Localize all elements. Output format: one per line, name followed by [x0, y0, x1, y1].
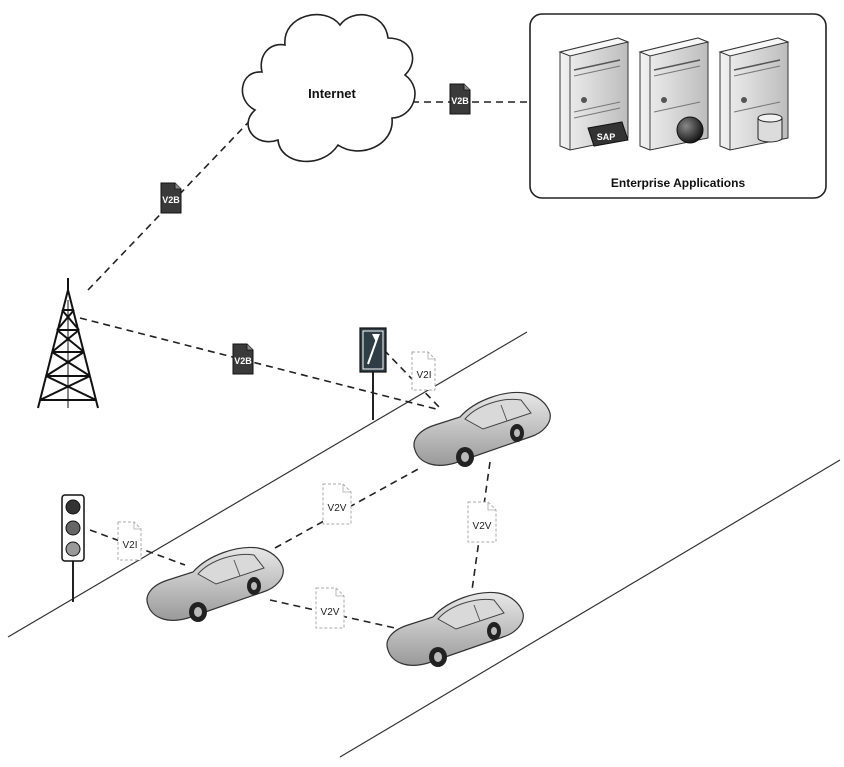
database-icon	[757, 113, 783, 143]
document-icon	[411, 351, 436, 391]
document-icon	[449, 83, 471, 115]
car-2	[146, 546, 284, 622]
v2b-message-internet-enterprise: V2B	[449, 83, 471, 115]
v2v-message-car1-car3: V2V	[467, 501, 497, 543]
road	[7, 331, 841, 758]
road-edge-near	[7, 331, 528, 638]
cell-tower-icon	[37, 278, 99, 409]
car-icon	[386, 591, 524, 667]
enterprise-applications-box: SAP Enterprise Applic	[529, 13, 827, 199]
v2v-label: V2V	[473, 521, 492, 532]
document-icon	[160, 182, 182, 214]
link-car2-car1	[274, 467, 421, 549]
v2i-label: V2I	[122, 540, 137, 551]
road-sign-icon	[359, 327, 387, 420]
document-icon	[232, 343, 254, 375]
traffic-light-icon	[61, 494, 85, 602]
sap-logo: SAP	[587, 121, 629, 147]
enterprise-label: Enterprise Applications	[611, 176, 746, 190]
internet-label: Internet	[308, 86, 356, 101]
v2v-message-car2-car3: V2V	[315, 587, 345, 629]
document-icon	[315, 587, 345, 629]
v2b-label: V2B	[162, 195, 180, 205]
v2b-message-tower-internet: V2B	[160, 182, 182, 214]
v2i-message-light-car: V2I	[117, 521, 142, 561]
v2b-message-tower-car: V2B	[232, 343, 254, 375]
communication-links	[79, 101, 530, 629]
car-1	[413, 391, 551, 467]
road-edge-far	[339, 459, 841, 758]
v2b-label: V2B	[451, 96, 469, 106]
globe-icon	[676, 116, 704, 144]
server-icon	[638, 37, 710, 151]
car-icon	[146, 546, 284, 622]
server-icon	[718, 37, 790, 151]
cloud-icon	[241, 13, 416, 163]
document-icon	[467, 501, 497, 543]
server-icon	[558, 37, 630, 151]
link-tower-car1	[79, 317, 441, 411]
car-icon	[413, 391, 551, 467]
v2i-label: V2I	[416, 370, 431, 381]
car-3	[386, 591, 524, 667]
internet-cloud: Internet	[241, 13, 416, 163]
v2v-message-car2-car1: V2V	[322, 483, 352, 525]
v2v-label: V2V	[328, 503, 347, 514]
v2v-label: V2V	[321, 607, 340, 618]
v2b-label: V2B	[234, 356, 252, 366]
v2i-message-sign-car: V2I	[411, 351, 436, 391]
document-icon	[322, 483, 352, 525]
document-icon	[117, 521, 142, 561]
sap-label: SAP	[597, 132, 616, 142]
